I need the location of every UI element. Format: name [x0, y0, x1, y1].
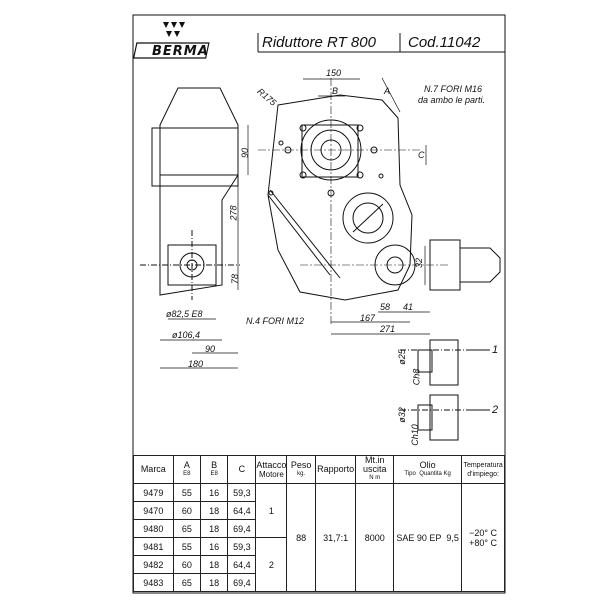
cell-b: 18 [199, 555, 229, 574]
cell-marca: 9481 [133, 537, 174, 556]
dim-32: 32 [414, 257, 425, 269]
cell-b: 18 [199, 501, 229, 520]
view-2-label: 2 [492, 404, 499, 416]
cell-a: 60 [172, 555, 202, 574]
cell-marca: 9470 [133, 501, 174, 520]
cell-marca: 9483 [133, 573, 174, 592]
col-c: C [227, 455, 257, 484]
cell-marca: 9479 [133, 483, 174, 502]
dim-ch10: Ch10 [409, 424, 420, 446]
cell-c: 59,3 [227, 483, 257, 502]
dim-180: 180 [188, 359, 204, 369]
dim-278: 278 [228, 205, 239, 221]
dim-78: 78 [230, 273, 241, 285]
cell-a: 65 [172, 573, 202, 592]
cell-attacco-2: 2 [255, 537, 288, 592]
cell-b: 18 [199, 573, 229, 592]
table-row: 9481 55 16 59,3 2 [133, 537, 505, 592]
dim-41: 41 [403, 302, 414, 312]
cell-peso: 88 [286, 483, 316, 592]
cell-c: 69,4 [227, 519, 257, 538]
cell-temp: −20° C+80° C [461, 483, 505, 592]
cell-attacco-1: 1 [255, 483, 288, 538]
note-holes-m16: N.7 FORI M16 [424, 84, 483, 94]
note-holes-m12: N.4 FORI M12 [246, 316, 305, 326]
col-marca: Marca [133, 455, 174, 484]
center-lines [258, 78, 450, 325]
col-rapporto: Rapporto [314, 455, 357, 484]
note-holes-m16-sides: da ambo le parti. [418, 95, 486, 105]
dim-a: A [384, 86, 391, 96]
dim-c: C [418, 150, 425, 160]
cell-b: 16 [199, 537, 229, 556]
view-1-label: 1 [492, 344, 499, 356]
cell-a: 60 [172, 501, 202, 520]
dim-phi32: ø32 [396, 407, 407, 423]
table-row: 9483 65 18 69,4 [133, 573, 505, 592]
dim-90: 90 [240, 147, 251, 159]
cell-c: 64,4 [227, 555, 257, 574]
dim-82-5: ø82,5 E8 [166, 309, 203, 319]
housing-front-view [267, 94, 501, 301]
sheet-border [132, 14, 506, 594]
cell-olio: SAE 90 EP 9,5 [393, 483, 463, 592]
cell-a: 55 [172, 537, 202, 556]
dim-90-bottom: 90 [205, 344, 216, 354]
drawing-title: Riduttore RT 800 [262, 34, 376, 51]
cell-a: 65 [172, 519, 202, 538]
dim-phi25: ø25 [396, 349, 407, 365]
cell-c: 64,4 [227, 501, 257, 520]
table-row: 9482 60 18 64,4 [133, 555, 505, 574]
dim-ch8: Ch8 [411, 368, 422, 386]
dim-150: 150 [326, 68, 342, 78]
housing-side-view [140, 87, 240, 300]
berma-logo [132, 22, 210, 59]
dim-271: 271 [380, 324, 396, 334]
brand-logo-text: BERMA [152, 44, 209, 59]
dim-58: 58 [380, 302, 391, 312]
table-row: 9479 55 16 59,3 1 88 31,7:1 8000 SAE 90 … [133, 483, 505, 592]
drawing-code: Cod.11042 [408, 34, 481, 51]
cell-b: 18 [199, 519, 229, 538]
cell-marca: 9482 [133, 555, 174, 574]
cell-b: 16 [199, 483, 229, 502]
dim-167: 167 [360, 313, 376, 323]
cell-c: 59,3 [227, 537, 257, 556]
dim-b: B [332, 86, 339, 96]
shaft-details [400, 339, 490, 441]
cell-c: 69,4 [227, 573, 257, 592]
cell-a: 55 [172, 483, 202, 502]
dim-106-4: ø106,4 [172, 330, 201, 340]
cell-marca: 9480 [133, 519, 174, 538]
dimension-lines [160, 77, 430, 369]
cell-mt: 8000 [355, 483, 395, 592]
cell-rapporto: 31,7:1 [314, 483, 357, 592]
